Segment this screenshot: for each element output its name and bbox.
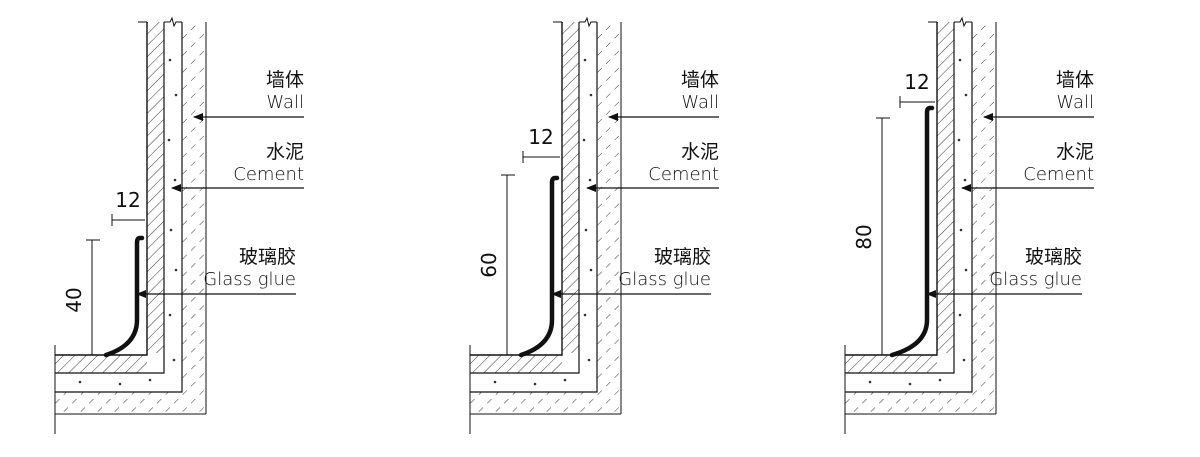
svg-text:玻璃胶: 玻璃胶	[239, 246, 296, 268]
height-value: 40	[62, 287, 86, 312]
svg-text:玻璃胶: 玻璃胶	[654, 246, 711, 268]
thickness-value: 12	[115, 188, 140, 212]
height-dimension: 80	[852, 117, 890, 356]
callout-glass-glue: 玻璃胶 Glass glue	[136, 246, 296, 298]
height-dimension: 40	[62, 239, 100, 356]
svg-text:Glass glue: Glass glue	[203, 269, 296, 290]
diagram-3: 80 12 墙体 Wall 水泥 Cement 玻璃胶 Glass glue	[844, 16, 1094, 434]
svg-text:Cement: Cement	[648, 164, 719, 185]
skirting-profile	[889, 105, 935, 358]
thickness-dimension: 12	[899, 70, 935, 108]
svg-text:Wall: Wall	[266, 92, 304, 113]
callout-glass-glue: 玻璃胶 Glass glue	[926, 246, 1082, 298]
skirting-profile	[103, 235, 145, 358]
callout-cement: 水泥 Cement	[586, 141, 719, 192]
svg-text:玻璃胶: 玻璃胶	[1025, 246, 1082, 268]
svg-text:Cement: Cement	[233, 164, 304, 185]
thickness-dimension: 12	[111, 188, 145, 226]
svg-text:水泥: 水泥	[1056, 141, 1094, 163]
svg-text:墙体: 墙体	[266, 69, 304, 91]
svg-text:水泥: 水泥	[681, 141, 719, 163]
thickness-value: 12	[528, 125, 553, 149]
structure	[844, 16, 997, 434]
svg-text:Wall: Wall	[1056, 92, 1094, 113]
callout-wall: 墙体 Wall	[608, 69, 719, 121]
callout-wall: 墙体 Wall	[193, 69, 304, 121]
svg-text:Wall: Wall	[681, 92, 719, 113]
callout-wall: 墙体 Wall	[983, 69, 1094, 121]
height-dimension: 60	[477, 174, 515, 356]
callout-cement: 水泥 Cement	[171, 141, 304, 192]
thickness-dimension: 12	[522, 125, 560, 163]
structure	[54, 16, 207, 434]
diagram-2: 60 12 墙体 Wall 水泥 Cement 玻璃胶 Glass glue	[469, 16, 719, 434]
height-value: 60	[477, 252, 501, 277]
svg-text:水泥: 水泥	[266, 141, 304, 163]
svg-text:Cement: Cement	[1023, 164, 1094, 185]
svg-text:墙体: 墙体	[1056, 69, 1094, 91]
svg-text:Glass glue: Glass glue	[618, 269, 711, 290]
thickness-value: 12	[904, 70, 929, 94]
diagram-1: 40 12 墙体 Wall 水泥 Cement 玻璃胶 Glass glue	[54, 16, 304, 434]
skirting-profile	[518, 175, 560, 358]
structure	[469, 16, 622, 434]
callout-cement: 水泥 Cement	[961, 141, 1094, 192]
svg-text:墙体: 墙体	[681, 69, 719, 91]
height-value: 80	[852, 224, 876, 249]
svg-text:Glass glue: Glass glue	[989, 269, 1082, 290]
callout-glass-glue: 玻璃胶 Glass glue	[551, 246, 711, 298]
